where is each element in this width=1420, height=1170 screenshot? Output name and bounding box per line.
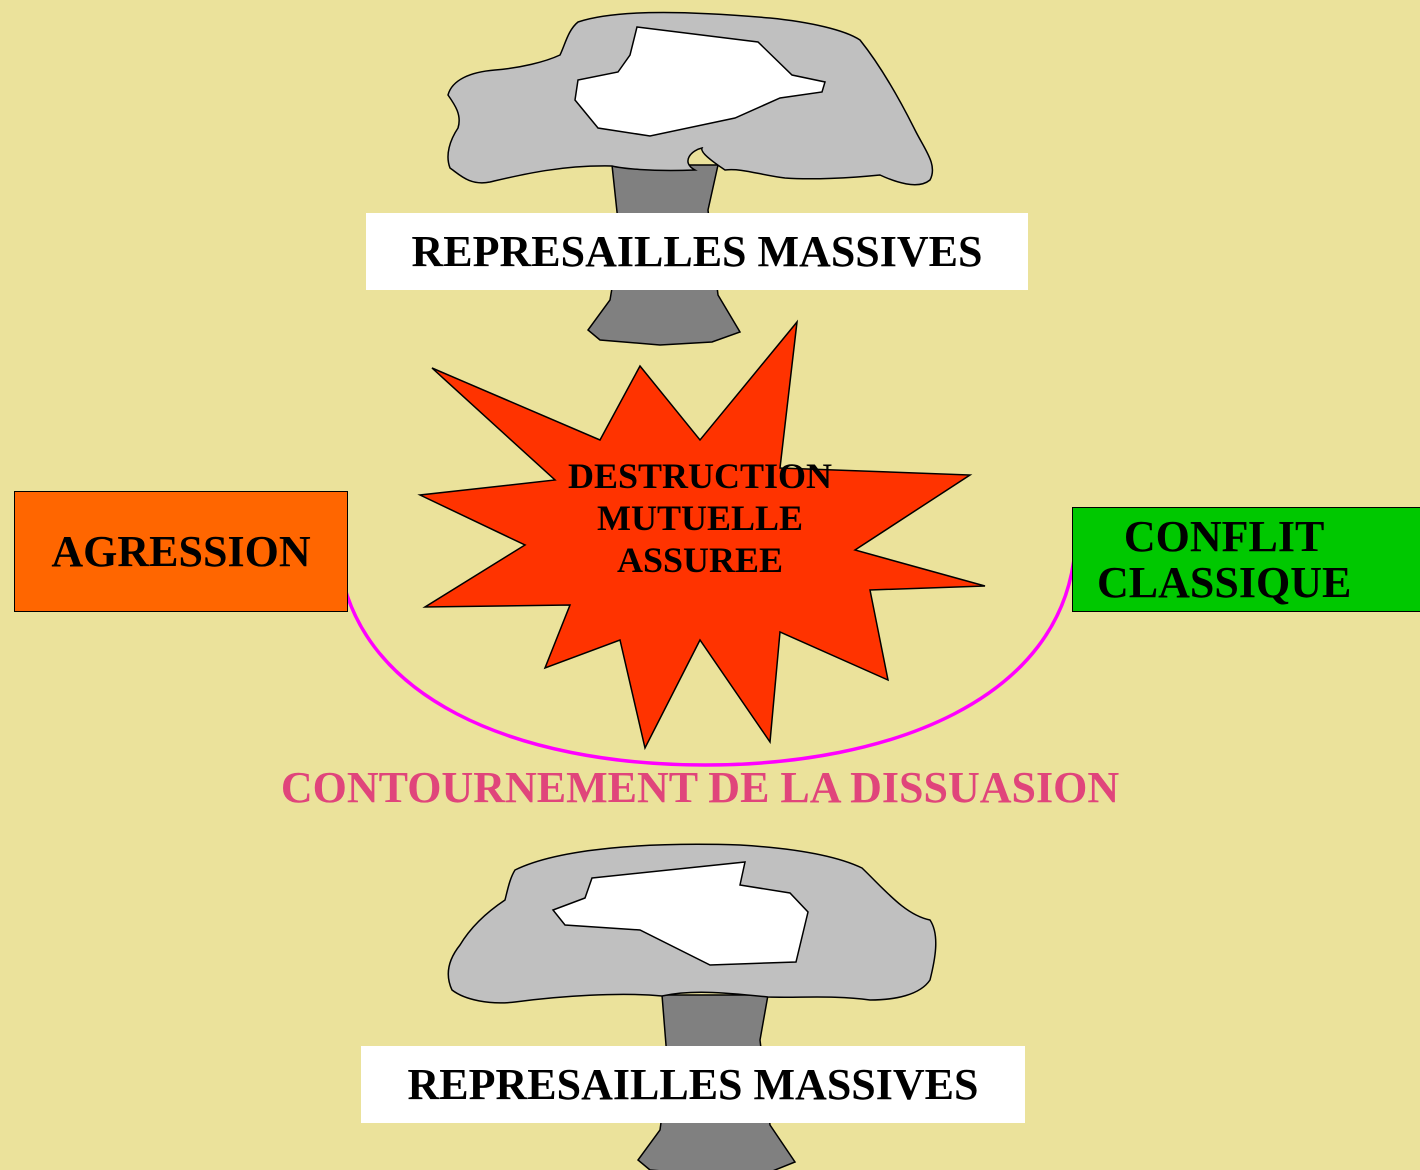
mushroom-core [551,861,809,966]
conventional-conflict-line1: CONFLIT [1123,511,1325,561]
star-text-line3: ASSUREE [616,540,784,580]
conventional-conflict-line2: CLASSIQUE [1097,557,1352,607]
mushroom-cloud-icon [447,11,934,346]
bottom-retaliation-label: REPRESAILLES MASSIVES [361,1046,1025,1123]
bottom-retaliation-text: REPRESAILLES MASSIVES [407,1060,979,1109]
explosion-star-icon [417,319,986,751]
aggression-text: AGRESSION [51,526,311,576]
mushroom-cloud-icon [447,843,937,1170]
top-retaliation-text: REPRESAILLES MASSIVES [411,227,983,276]
conventional-conflict-box: CONFLIT CLASSIQUE [1072,507,1420,612]
mushroom-core [574,26,826,137]
mutual-destruction-label: DESTRUCTION MUTUELLE ASSUREE [530,455,870,581]
star-text-line2: MUTUELLE [596,498,804,538]
aggression-box: AGRESSION [14,491,348,612]
bypass-arc [336,549,1077,767]
top-retaliation-label: REPRESAILLES MASSIVES [366,213,1028,290]
star-text-line1: DESTRUCTION [567,456,833,496]
bypass-caption: CONTOURNEMENT DE LA DISSUASION [280,763,1120,812]
